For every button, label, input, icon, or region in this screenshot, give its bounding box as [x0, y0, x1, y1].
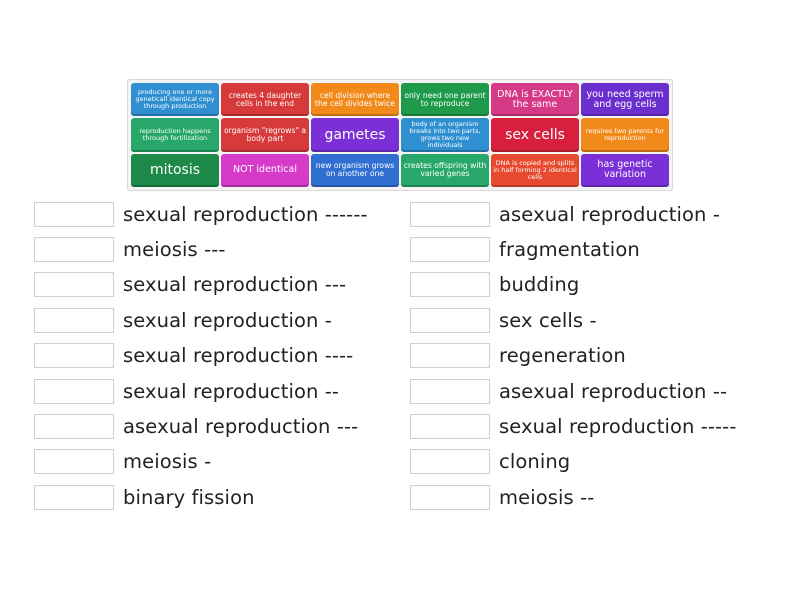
match-row: asexual reproduction -: [410, 199, 720, 229]
drop-zone[interactable]: [34, 378, 114, 404]
drop-zone[interactable]: [34, 484, 114, 510]
drop-zone[interactable]: [34, 413, 114, 439]
answer-tile[interactable]: mitosis: [131, 153, 219, 187]
answer-tile[interactable]: gametes: [311, 118, 399, 152]
match-row: budding: [410, 270, 579, 300]
answer-tile[interactable]: new organism grows on another one: [311, 153, 399, 187]
drop-zone[interactable]: [410, 272, 490, 298]
answer-tile[interactable]: DNA is EXACTLY the same: [491, 83, 579, 117]
match-row: meiosis --: [410, 482, 594, 512]
match-label: asexual reproduction -: [499, 202, 720, 226]
match-row: regeneration: [410, 341, 626, 371]
drop-zone[interactable]: [410, 201, 490, 227]
match-label: sexual reproduction ----: [123, 344, 354, 368]
answer-tile[interactable]: producing one or more geneticall identic…: [131, 83, 219, 117]
drop-zone[interactable]: [34, 307, 114, 333]
match-label: asexual reproduction --: [499, 379, 728, 403]
match-label: meiosis ---: [123, 237, 226, 261]
match-label: asexual reproduction ---: [123, 414, 359, 438]
answer-tile[interactable]: body of an organism breaks into two part…: [401, 118, 489, 152]
match-label: sexual reproduction -----: [499, 414, 737, 438]
drop-zone[interactable]: [410, 307, 490, 333]
match-label: regeneration: [499, 344, 626, 368]
match-label: fragmentation: [499, 237, 640, 261]
match-row: sexual reproduction ---: [34, 270, 346, 300]
match-label: cloning: [499, 450, 571, 474]
answer-tile[interactable]: has genetic variation: [581, 153, 669, 187]
match-row: sex cells -: [410, 305, 597, 335]
match-row: asexual reproduction ---: [34, 411, 358, 441]
drop-zone[interactable]: [34, 343, 114, 369]
answer-tile[interactable]: creates offspring with varied genes: [401, 153, 489, 187]
match-label: binary fission: [123, 485, 255, 509]
drop-zone[interactable]: [34, 236, 114, 262]
answer-tile[interactable]: only need one parent to reproduce: [401, 83, 489, 117]
match-label: sexual reproduction -: [123, 308, 332, 332]
answer-tile[interactable]: sex cells: [491, 118, 579, 152]
match-row: cloning: [410, 447, 570, 477]
match-row: sexual reproduction --: [34, 376, 339, 406]
match-row: meiosis ---: [34, 234, 226, 264]
match-label: sexual reproduction --: [123, 379, 340, 403]
match-row: sexual reproduction ----: [34, 341, 353, 371]
match-row: meiosis -: [34, 447, 211, 477]
match-label: sex cells -: [499, 308, 597, 332]
drop-zone[interactable]: [34, 449, 114, 475]
match-row: sexual reproduction -: [34, 305, 332, 335]
answer-tile[interactable]: reproduction happens through fertilizati…: [131, 118, 219, 152]
answer-tile[interactable]: requires two parents for reproduction: [581, 118, 669, 152]
match-row: sexual reproduction -----: [410, 411, 736, 441]
answer-tile[interactable]: you need sperm and egg cells: [581, 83, 669, 117]
match-label: sexual reproduction ------: [123, 202, 368, 226]
drop-zone[interactable]: [410, 343, 490, 369]
match-label: meiosis -: [123, 450, 212, 474]
answer-tile-bank: producing one or more geneticall identic…: [127, 79, 673, 191]
drop-zone[interactable]: [410, 484, 490, 510]
drop-zone[interactable]: [410, 236, 490, 262]
drop-zone[interactable]: [34, 272, 114, 298]
drop-zone[interactable]: [410, 413, 490, 439]
match-label: budding: [499, 273, 580, 297]
match-row: asexual reproduction --: [410, 376, 727, 406]
answer-tile[interactable]: cell division where the cell divides twi…: [311, 83, 399, 117]
answer-tile[interactable]: DNA is copied and splits in half forming…: [491, 153, 579, 187]
answer-tile[interactable]: organism "regrows" a body part: [221, 118, 309, 152]
match-label: sexual reproduction ---: [123, 273, 347, 297]
match-row: fragmentation: [410, 234, 640, 264]
match-row: binary fission: [34, 482, 255, 512]
match-row: sexual reproduction ------: [34, 199, 368, 229]
answer-tile[interactable]: NOT identical: [221, 153, 309, 187]
answer-tile[interactable]: creates 4 daughter cells in the end: [221, 83, 309, 117]
drop-zone[interactable]: [34, 201, 114, 227]
drop-zone[interactable]: [410, 449, 490, 475]
drop-zone[interactable]: [410, 378, 490, 404]
match-label: meiosis --: [499, 485, 595, 509]
